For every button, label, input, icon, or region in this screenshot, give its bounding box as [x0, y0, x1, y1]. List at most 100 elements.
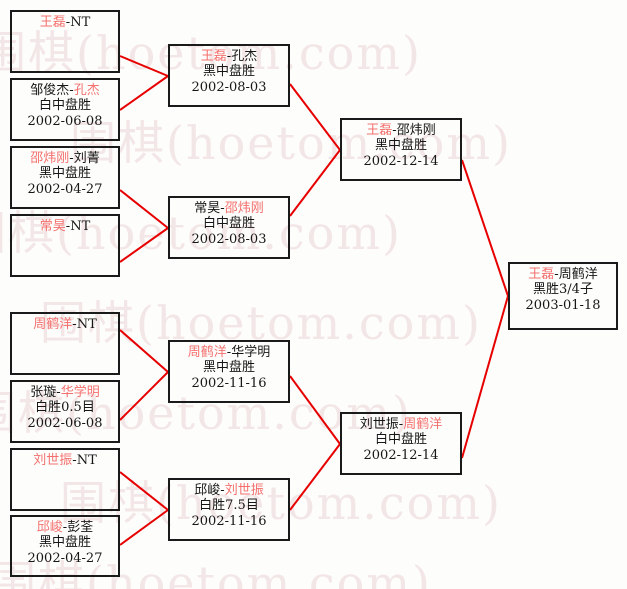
match-players: 王磊-邵炜刚 [342, 123, 460, 138]
bracket-connector-line [289, 443, 341, 511]
player-separator: - [554, 267, 559, 282]
player-right: 彭荃 [67, 520, 94, 535]
player-left: 邱峻 [194, 483, 221, 498]
player-separator: - [392, 123, 397, 138]
player-separator: - [56, 385, 61, 400]
player-right: 刘世振 [224, 483, 264, 498]
match-date: 2002-06-08 [27, 113, 103, 129]
bracket-connector-line [119, 75, 169, 111]
match-result: 黑中盘胜 [38, 166, 91, 182]
player-separator: - [62, 520, 68, 535]
player-right: 邵炜刚 [224, 201, 264, 216]
match-players: 邱峻-刘世振 [170, 483, 288, 498]
match-players: 王磊-孔杰 [170, 49, 288, 64]
match-players: 邱峻-彭荃 [12, 520, 118, 535]
bracket-connector-line [289, 83, 341, 151]
bracket-connector-line [119, 509, 169, 546]
match-box[interactable]: 常昊-NT [10, 214, 120, 277]
player-separator: - [69, 83, 74, 98]
match-result: 黑胜3/4子 [533, 282, 593, 298]
match-result: 黑中盘胜 [374, 138, 427, 154]
bracket-connector-line [119, 471, 169, 511]
player-right: 孔杰 [73, 83, 100, 98]
match-players: 周鹤洋-华学明 [170, 345, 288, 360]
match-players: 邵炜刚-刘菁 [12, 151, 118, 166]
player-right: NT [70, 15, 91, 30]
match-date: 2002-12-14 [363, 447, 439, 463]
player-left: 邱峻 [36, 520, 63, 535]
bracket-connector-line [461, 295, 509, 459]
match-result: 黑中盘胜 [202, 360, 255, 376]
player-left: 邵炜刚 [30, 151, 70, 166]
match-box[interactable]: 刘世振-NT [10, 448, 120, 511]
match-result: 白中盘胜 [202, 216, 255, 232]
player-right: NT [76, 453, 97, 468]
match-date: 2002-04-27 [27, 550, 103, 566]
player-separator: - [398, 417, 404, 432]
match-players: 刘世振-周鹤洋 [342, 417, 460, 432]
player-right: 刘菁 [73, 151, 100, 166]
bracket-connector-line [119, 371, 169, 421]
bracket-connector-line [119, 189, 169, 229]
match-players: 常昊-NT [12, 219, 118, 234]
player-left: 邹俊杰 [30, 83, 70, 98]
player-left: 常昊 [39, 219, 66, 234]
player-separator: - [220, 201, 225, 216]
player-right: 孔杰 [231, 49, 258, 64]
match-date: 2002-08-03 [191, 79, 267, 95]
player-separator: - [65, 15, 71, 30]
match-date: 2002-11-16 [191, 513, 267, 529]
player-left: 周鹤洋 [187, 345, 227, 360]
player-separator: - [220, 483, 225, 498]
player-left: 张璇 [30, 385, 57, 400]
player-separator: - [72, 317, 77, 332]
player-right: NT [70, 219, 91, 234]
player-separator: - [72, 453, 77, 468]
bracket-connector-line [289, 375, 341, 445]
match-date: 2002-08-03 [191, 231, 267, 247]
match-players: 常昊-邵炜刚 [170, 201, 288, 216]
match-players: 王磊-NT [12, 15, 118, 30]
bracket-connector-line [119, 227, 169, 263]
player-left: 常昊 [194, 201, 221, 216]
match-date: 2002-12-14 [363, 153, 439, 169]
match-result: 白中盘胜 [38, 98, 91, 114]
match-box[interactable]: 王磊-NT [10, 10, 120, 73]
match-players: 刘世振-NT [12, 453, 118, 468]
match-box[interactable]: 周鹤洋-NT [10, 312, 120, 375]
match-players: 周鹤洋-NT [12, 317, 118, 332]
player-left: 王磊 [39, 15, 66, 30]
match-players: 张璇-华学明 [12, 385, 118, 400]
match-date: 2002-11-16 [191, 375, 267, 391]
match-result: 黑中盘胜 [202, 64, 255, 80]
match-date: 2003-01-18 [525, 297, 601, 313]
player-right: 周鹤洋 [403, 417, 443, 432]
bracket-connector-line [119, 55, 169, 77]
match-date: 2002-04-27 [27, 181, 103, 197]
match-date: 2002-06-08 [27, 415, 103, 431]
player-right: 华学明 [60, 385, 100, 400]
player-left: 刘世振 [359, 417, 399, 432]
match-result: 黑中盘胜 [38, 535, 91, 551]
bracket-connector-line [289, 149, 341, 217]
player-separator: - [69, 151, 74, 166]
player-separator: - [226, 49, 232, 64]
player-right: NT [76, 317, 97, 332]
bracket-connector-line [119, 329, 169, 373]
player-left: 周鹤洋 [33, 317, 73, 332]
player-left: 刘世振 [33, 453, 73, 468]
player-left: 王磊 [200, 49, 227, 64]
player-left: 王磊 [528, 267, 555, 282]
